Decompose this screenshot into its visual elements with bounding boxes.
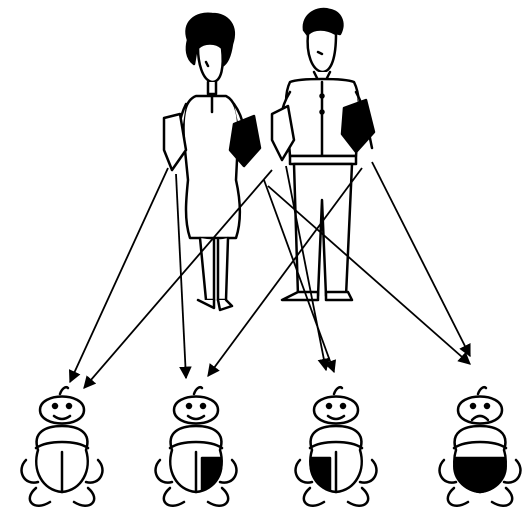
arrow-father-dark-to-child-4 <box>372 162 470 356</box>
child-1 <box>22 387 103 505</box>
child-1-mouth <box>54 416 70 419</box>
child-3-shading <box>311 458 330 490</box>
arrow-mother-clear-to-child-1 <box>70 168 168 382</box>
child-2-shading <box>202 458 221 490</box>
inheritance-arrows <box>70 162 470 388</box>
mother-face <box>198 44 223 83</box>
child-2-mouth <box>188 416 204 419</box>
child-2 <box>156 387 237 505</box>
father-trousers <box>294 164 352 296</box>
child-4-shading <box>454 458 505 492</box>
father-face <box>308 30 336 73</box>
father-figure <box>272 9 374 300</box>
child-4-mouth <box>472 416 488 420</box>
child-3 <box>296 387 377 505</box>
mother-figure <box>164 14 260 310</box>
child-4 <box>440 387 521 505</box>
child-3-mouth <box>328 416 344 419</box>
